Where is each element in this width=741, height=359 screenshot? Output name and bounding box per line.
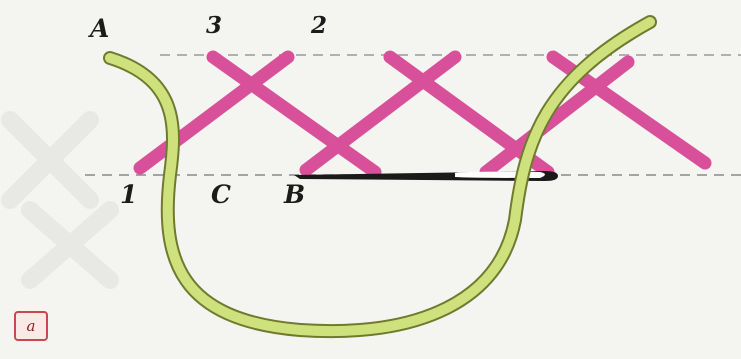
thread-fill xyxy=(105,17,655,336)
cross-stitches xyxy=(133,50,712,179)
point-label-c: C xyxy=(211,180,231,209)
stitch-2-up xyxy=(299,50,462,177)
panel-badge: a xyxy=(14,311,48,341)
point-label-3: 3 xyxy=(206,12,223,39)
stitch-1-up xyxy=(133,50,295,175)
point-label-2: 2 xyxy=(311,12,328,39)
stitch-3-up xyxy=(479,55,635,179)
point-label-1: 1 xyxy=(120,180,138,209)
stitch-1-down xyxy=(206,50,382,179)
point-label-b: B xyxy=(284,180,306,209)
background-ghost-pattern xyxy=(1,111,119,289)
point-label-a: A xyxy=(90,14,110,43)
